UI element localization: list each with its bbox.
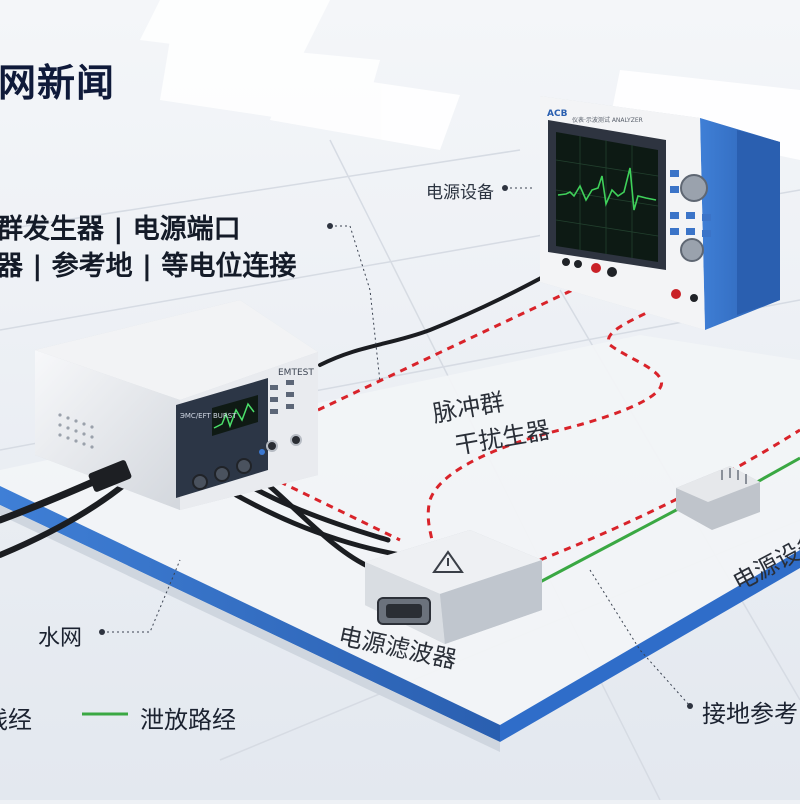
oscilloscope-grid — [555, 136, 659, 258]
label-generator-line1: 群发生器 | 电源端口 — [0, 214, 241, 245]
legend-discharge-label: 泄放路经 — [140, 706, 236, 734]
instrument-model: 仪表·示波测试 ANALYZER — [572, 116, 643, 124]
generator-model: ЭМС/EFT BURST — [180, 412, 237, 420]
burst-generator: EMTEST ЭМС/EFT BURST — [35, 300, 318, 510]
vent-slots — [58, 413, 94, 449]
label-generator-line2: 器 | 参考地 | 等电位连接 — [0, 251, 297, 282]
oscilloscope-device: ACB 仪表·示波测试 ANALYZER — [540, 96, 780, 330]
label-ground-reference: 接地参考 — [702, 700, 798, 728]
callout-leaders — [102, 187, 691, 707]
db9-connector-icon — [377, 597, 431, 625]
label-grid: 水网 — [38, 626, 83, 651]
oscilloscope-buttons — [670, 170, 711, 237]
generator-buttons — [270, 380, 294, 414]
interference-path — [267, 276, 800, 562]
oscilloscope-screen — [556, 132, 658, 262]
generator-brand: EMTEST — [278, 368, 314, 378]
power-filter — [365, 530, 542, 644]
label-power-device: 电源设备 — [426, 183, 494, 203]
warning-triangle-icon — [432, 550, 464, 573]
generator-display-trace — [213, 402, 255, 429]
instrument-brand: ACB — [547, 109, 568, 119]
generator-ports — [192, 434, 302, 490]
page-title: 网新闻 — [0, 61, 116, 105]
legend-left-label: 线经 — [0, 706, 32, 734]
generator-display — [212, 395, 258, 436]
oscilloscope-knobs — [680, 174, 708, 262]
callout-dots — [99, 185, 693, 709]
ground-clamp — [676, 466, 760, 530]
oscilloscope-ports — [562, 258, 698, 302]
power-plug — [88, 460, 132, 492]
oscilloscope-waveform — [557, 167, 657, 211]
